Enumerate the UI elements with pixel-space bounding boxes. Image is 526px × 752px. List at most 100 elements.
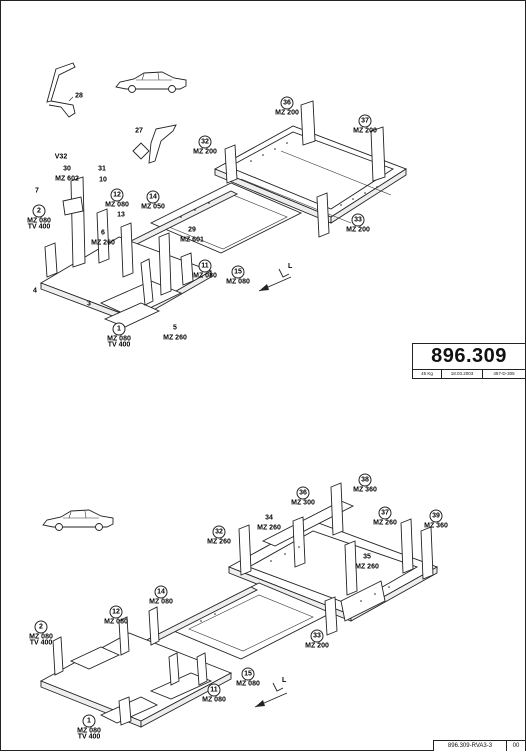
callout-3: 3 [87,301,91,308]
callout-number: 1 [87,718,91,725]
callout-number: 37 [381,510,389,517]
callout-number: 28 [75,93,83,100]
callout-number: 29 [188,227,196,234]
callout-spec: MZ 200 [275,110,299,117]
callout-spec: MZ 200 [353,128,377,135]
car-side-icon [42,509,114,531]
callout-spec: MZ 080 [226,279,250,286]
callout-spec: MZ 260 [373,520,397,527]
callout-spec: MZ 080 [149,599,173,606]
callout-spec: TV 400 [108,342,131,349]
callout-circle [280,96,294,110]
callout-number: 27 [135,128,143,135]
callout-37: 37 MZ 200 [353,114,377,135]
callout-spec: MZ 260 [91,240,115,247]
callout-35: 35 MZ 260 [355,554,379,571]
callout-number: 33 [313,633,321,640]
callout-number: 33 [354,217,362,224]
footer-drawing-code: 896.309-RVA3-3 [434,741,507,751]
callout-6: 6MZ 260 [91,230,115,247]
callout-number: 30 [63,166,71,173]
callout-37: 37 MZ 260 [373,506,397,527]
callout-number: 1 [117,326,121,333]
callout-spec: MZ 080 [29,634,53,641]
callout-7: 7 [35,188,39,195]
callout-spec: MZ 260 [355,564,379,571]
callout-number: 12 [113,192,121,199]
callout-15: 15 MZ 080 [226,265,250,286]
callout-spec: MZ 080 [236,681,260,688]
callout-number: 11 [201,263,209,270]
callout-number: 11 [210,687,218,694]
callout-number: 32 [201,139,209,146]
callout-11: 11 MZ 080 [193,259,217,280]
callout-spec: MZ 080 [27,218,51,225]
callout-spec: TV 400 [30,640,53,647]
callout-circle [231,265,245,279]
callout-spec: MZ 080 [105,202,129,209]
title-block: 896.309 45 Kg 18.03.2003 457-D-305 [412,343,526,379]
top-assembly: L [39,62,407,328]
direction-arrow-top: L [258,263,293,292]
towers-bottom [52,482,434,726]
callout-number: 2 [37,208,41,215]
rail-holes-bottom [200,546,390,622]
callout-number: 35 [363,554,371,561]
callout-spec: MZ 601 [180,237,204,244]
callout-spec: TV 400 [28,224,51,231]
callout-number: 7 [35,188,39,195]
direction-arrow-bottom: L [254,677,288,708]
callout-28: 28 [75,93,83,100]
bracket-28 [46,62,76,118]
callout-circle [241,667,255,681]
date-cell: 18.03.2003 [442,370,483,378]
bracket-27 [132,124,177,164]
callout-31: 31 [98,166,106,173]
callout-number: 2 [39,624,43,631]
callout-circle [110,188,124,202]
callout-number: 13 [117,212,125,219]
callout-circle [112,322,126,336]
callout-spec: MZ 080 [77,728,101,735]
callout-number: 15 [234,269,242,276]
callout-number: 31 [98,166,106,173]
callout-spec: MZ 080 [107,336,131,343]
callout-spec: MZ 080 [193,273,217,280]
callout-spec: MZ 200 [346,227,370,234]
callout-spec: MZ 080 [104,619,128,626]
callout-number: 37 [361,118,369,125]
callout-circle [378,506,392,520]
callout-circle [198,135,212,149]
towers-top [44,100,386,306]
callout-spec: MZ 602 [55,176,79,183]
callout-number: 3 [87,301,91,308]
callout-circle [109,605,123,619]
callout-4: 4 [33,288,37,295]
callout-spec: TV 400 [78,734,101,741]
callout-number: 5 [173,325,177,332]
callout-number: 38 [361,477,369,484]
callout-V32: V32 [55,154,68,161]
arrow-letter: L [282,677,287,684]
callout-12: 12 MZ 080 [105,188,129,209]
bottom-assembly: L [39,482,439,728]
frame-right [213,125,407,224]
callout-number: 14 [157,589,165,596]
drawing-number: 896.309 [413,344,525,370]
callout-number: 14 [149,194,157,201]
callout-29: 29 MZ 601 [180,227,204,244]
